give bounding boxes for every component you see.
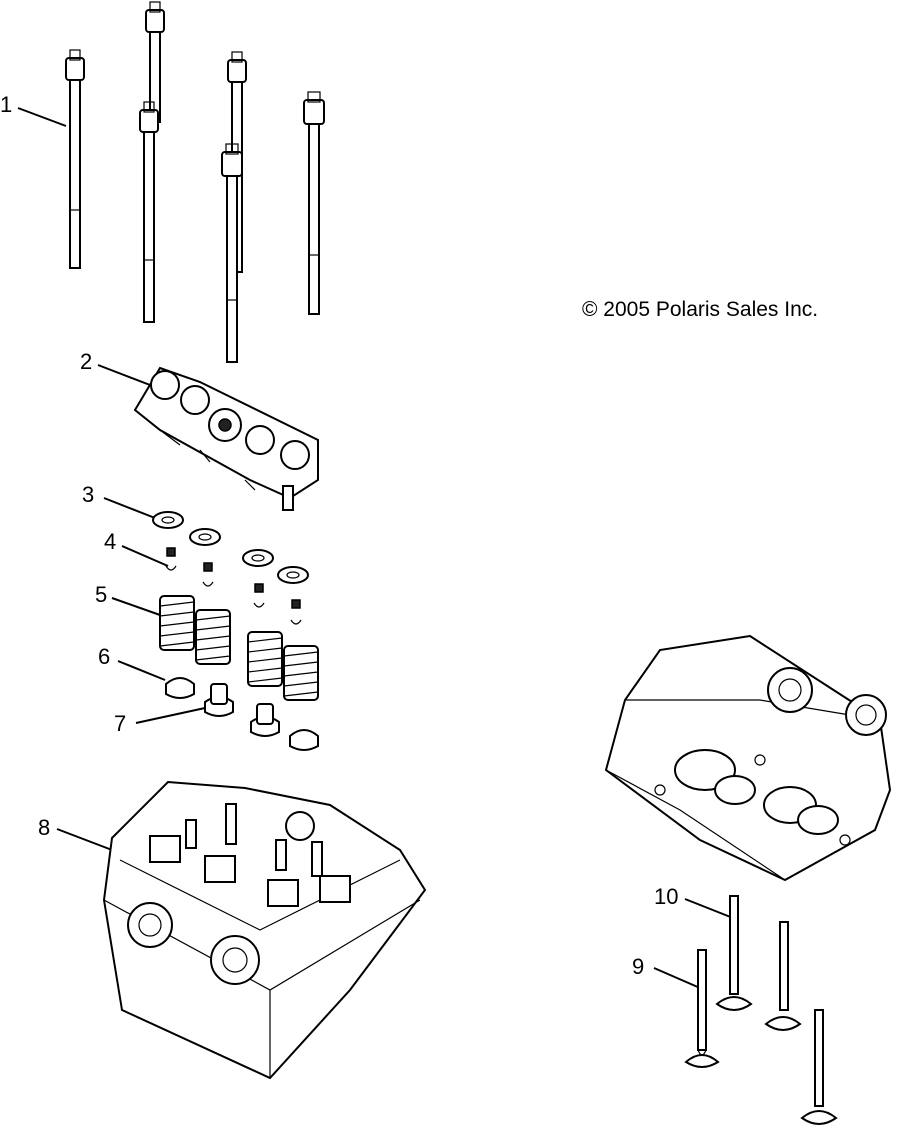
callout-4: 4 — [104, 529, 117, 554]
callout-8: 8 — [38, 815, 51, 840]
spring-seats — [165, 677, 319, 751]
callout-1: 1 — [0, 92, 13, 117]
callout-9: 9 — [632, 954, 645, 979]
callout-10: 10 — [654, 884, 679, 909]
cylinder-head — [102, 780, 427, 1080]
bolt — [145, 1, 165, 123]
bolt — [303, 91, 325, 315]
leader-lines — [17, 107, 734, 989]
bolt — [139, 101, 159, 323]
spring-washers — [152, 511, 309, 584]
callout-7: 7 — [114, 711, 127, 736]
callout-2: 2 — [80, 349, 93, 374]
valve — [715, 895, 753, 1011]
copyright-notice: © 2005 Polaris Sales Inc. — [582, 298, 819, 321]
valve — [684, 949, 720, 1068]
bolt — [221, 143, 243, 363]
valve-stem-seals — [204, 683, 280, 737]
valve-springs — [159, 595, 319, 701]
head-bolts — [65, 1, 325, 363]
valve-keepers — [165, 547, 302, 625]
callout-6: 6 — [98, 644, 111, 669]
cylinder-head-underside — [604, 634, 892, 882]
valve — [764, 921, 802, 1031]
bolt — [65, 49, 85, 269]
rocker-arm-assembly — [133, 366, 319, 511]
callout-5: 5 — [95, 582, 108, 607]
valves — [684, 895, 838, 1125]
valve — [800, 1009, 838, 1125]
callout-3: 3 — [82, 482, 95, 507]
